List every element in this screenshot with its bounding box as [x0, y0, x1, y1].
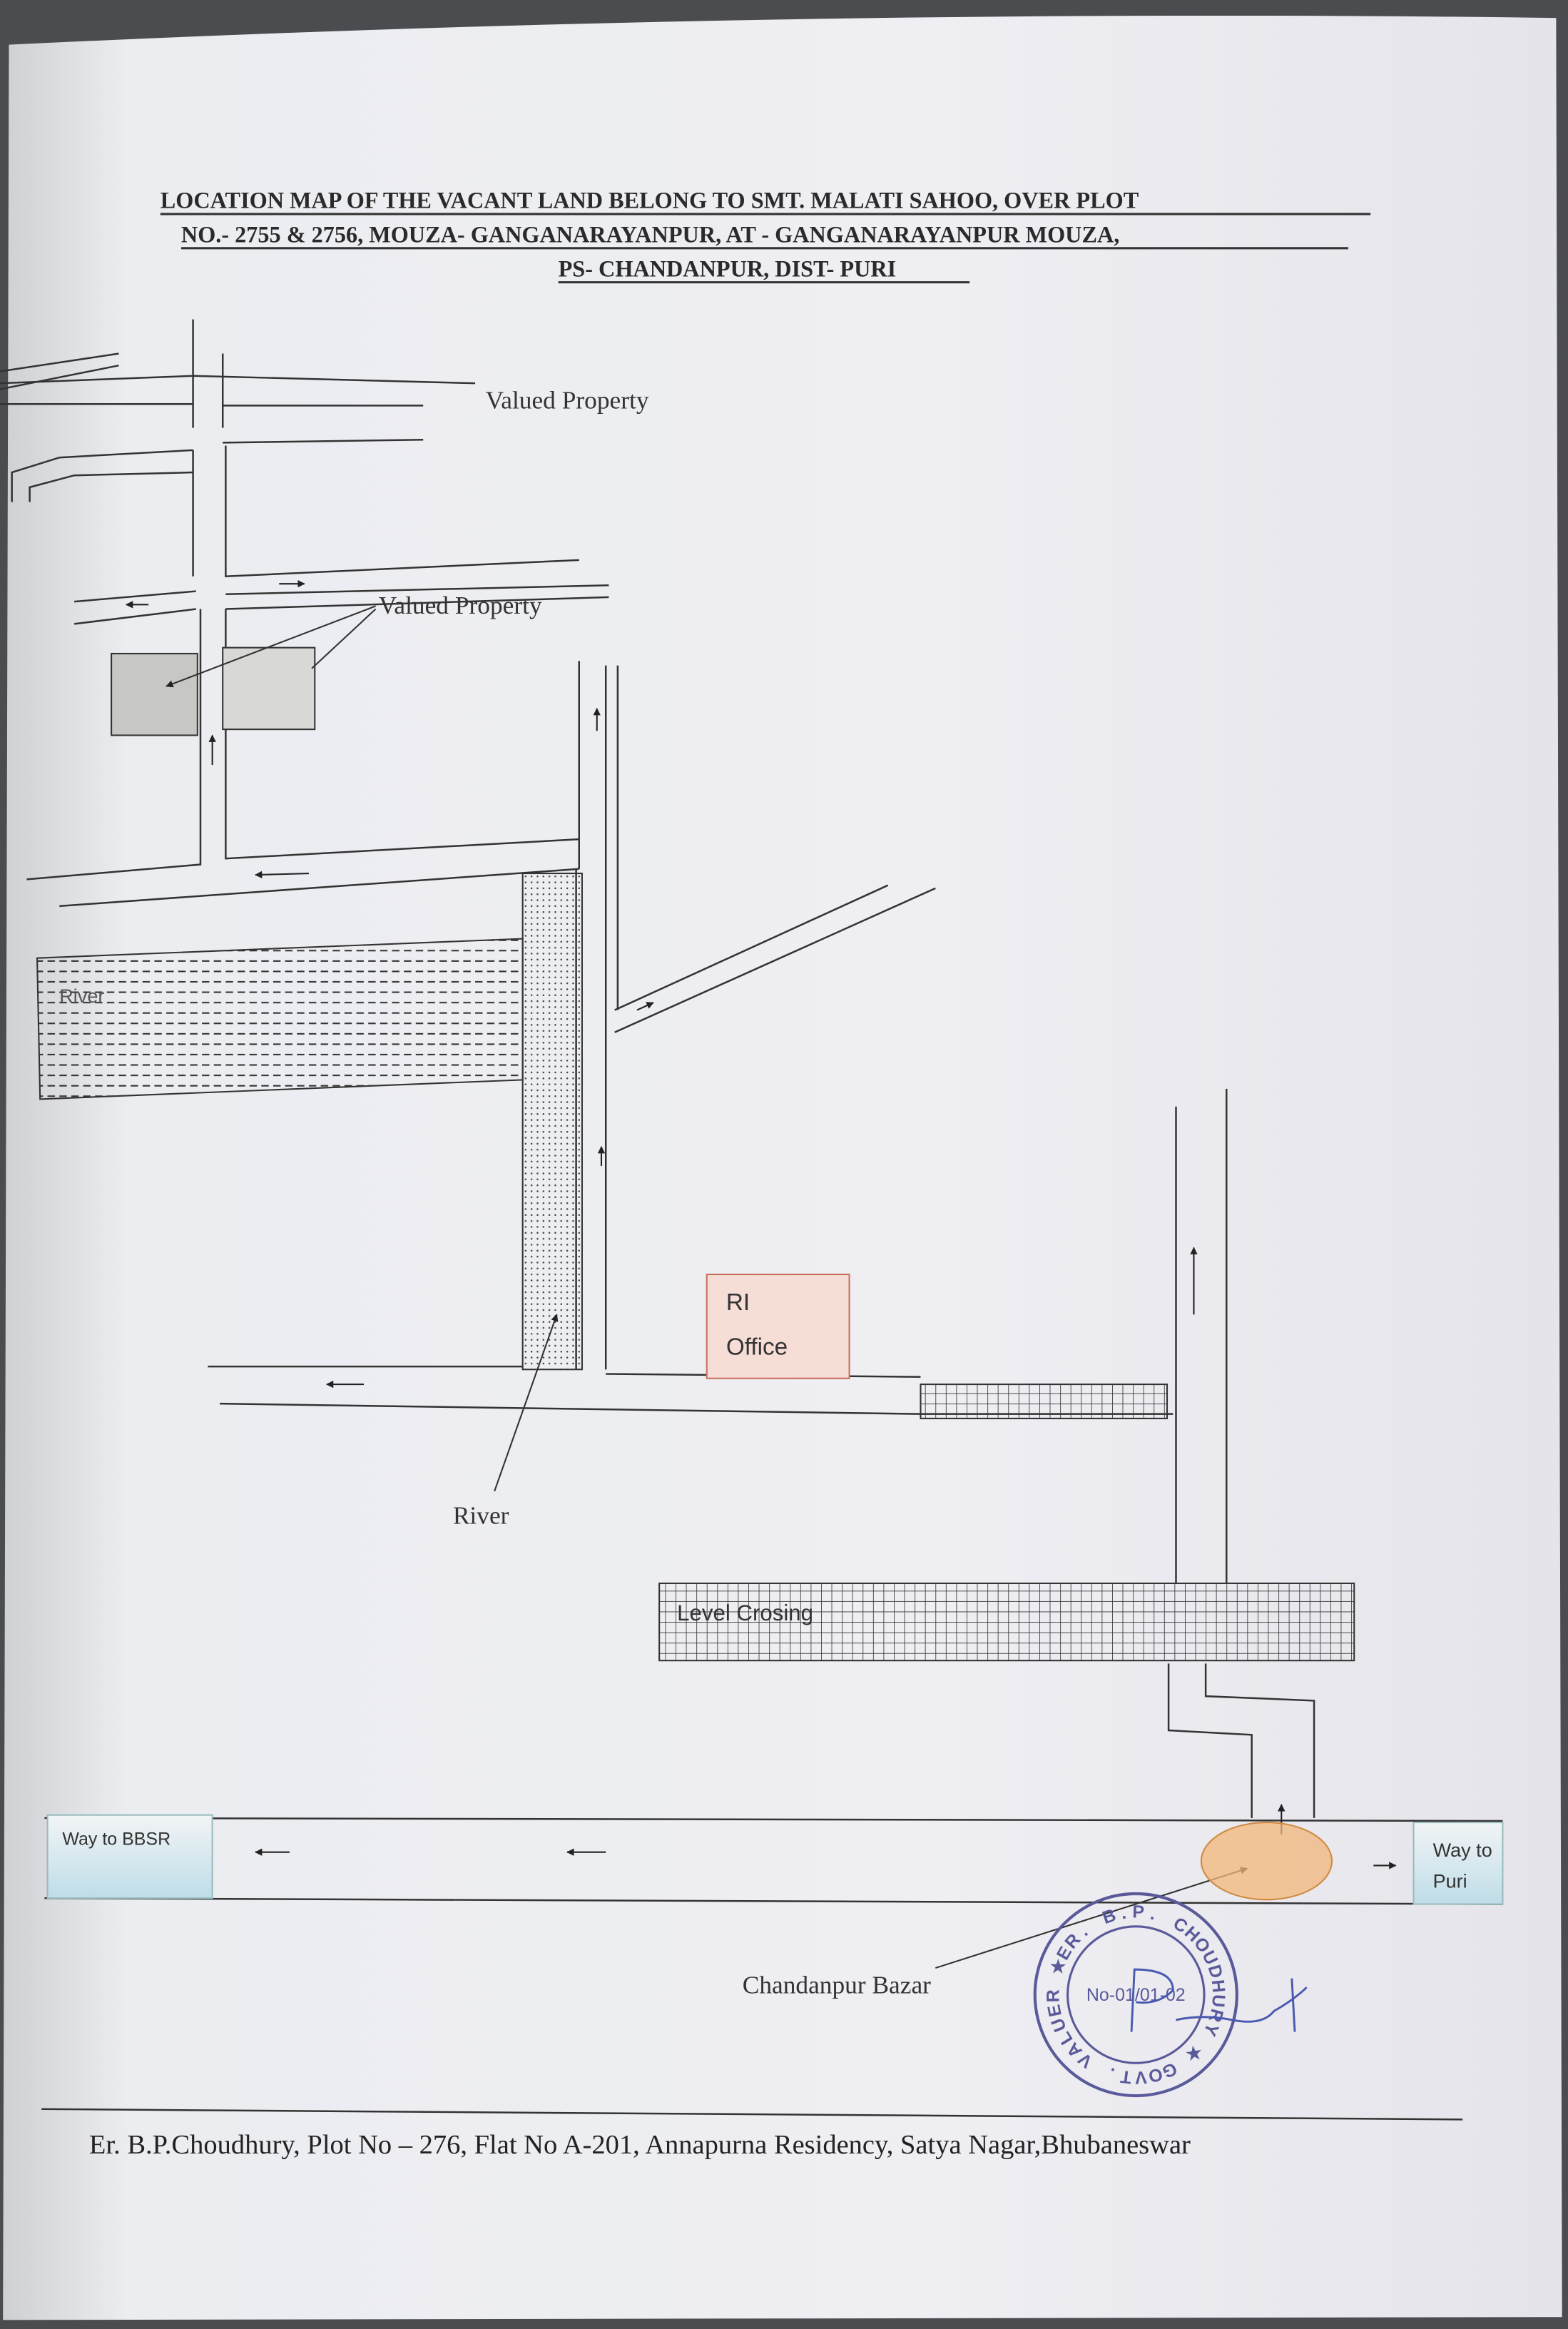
road-network: [0, 319, 1503, 1905]
way-to-puri-box: [1412, 1822, 1504, 1905]
level-crossing-label: Level Crosing: [677, 1600, 813, 1625]
stamp-number: No-01/01-02: [1086, 1985, 1186, 2005]
valued-property-label-2: Valued Property: [379, 591, 542, 619]
title-line-3: PS- CHANDANPUR, DIST- PURI: [559, 255, 897, 281]
chandanpur-bazar-label: Chandanpur Bazar: [743, 1970, 931, 1999]
chandanpur-bazar-marker: [1200, 1822, 1333, 1901]
stamp-ring-letter: P: [1132, 1902, 1144, 1922]
signature: [1130, 1968, 1308, 2032]
footer-divider: [41, 2108, 1463, 2121]
title-line-2: NO.- 2755 & 2756, MOUZA- GANGANARAYANPUR…: [181, 221, 1119, 247]
stamp-ring-letter: R: [1043, 1989, 1063, 2002]
way-to-bbsr-box: [46, 1814, 213, 1899]
footer-address: Er. B.P.Choudhury, Plot No – 276, Flat N…: [89, 2130, 1191, 2160]
crossing-grid-small: [920, 1384, 1169, 1419]
stamp-ring-letter: H: [1208, 1979, 1229, 1994]
way-to-bbsr-label: Way to BBSR: [62, 1829, 170, 1849]
ri-office-label-2: Office: [726, 1334, 788, 1360]
map-title: LOCATION MAP OF THE VACANT LAND BELONG T…: [160, 188, 1371, 284]
river-vertical: [521, 872, 583, 1371]
valued-property-label-1: Valued Property: [486, 386, 649, 415]
ri-office-label-1: RI: [726, 1289, 750, 1316]
stamp-ring-letter: V: [1134, 2067, 1148, 2088]
stamp-ring-letter: U: [1208, 1994, 1228, 2008]
valued-property-plot-1: [111, 652, 198, 736]
leader-lines: [166, 605, 1248, 1969]
title-line-1: LOCATION MAP OF THE VACANT LAND BELONG T…: [161, 188, 1139, 213]
paper: [3, 15, 1562, 2320]
river-band: [36, 938, 524, 1100]
valued-property-plot-2: [222, 646, 316, 731]
river-pointer-label: River: [453, 1501, 509, 1530]
river-band-label: River: [59, 985, 104, 1007]
stamp-ring-letter: E: [1044, 2003, 1066, 2019]
level-crossing: [658, 1582, 1355, 1662]
stamp-ring-letter: T: [1119, 2066, 1133, 2088]
stamp-ring-letter: .: [1119, 1903, 1127, 1924]
way-to-puri-label-2: Puri: [1433, 1871, 1467, 1892]
way-to-puri-label-1: Way to: [1433, 1840, 1492, 1861]
ri-office-building: [706, 1273, 850, 1379]
